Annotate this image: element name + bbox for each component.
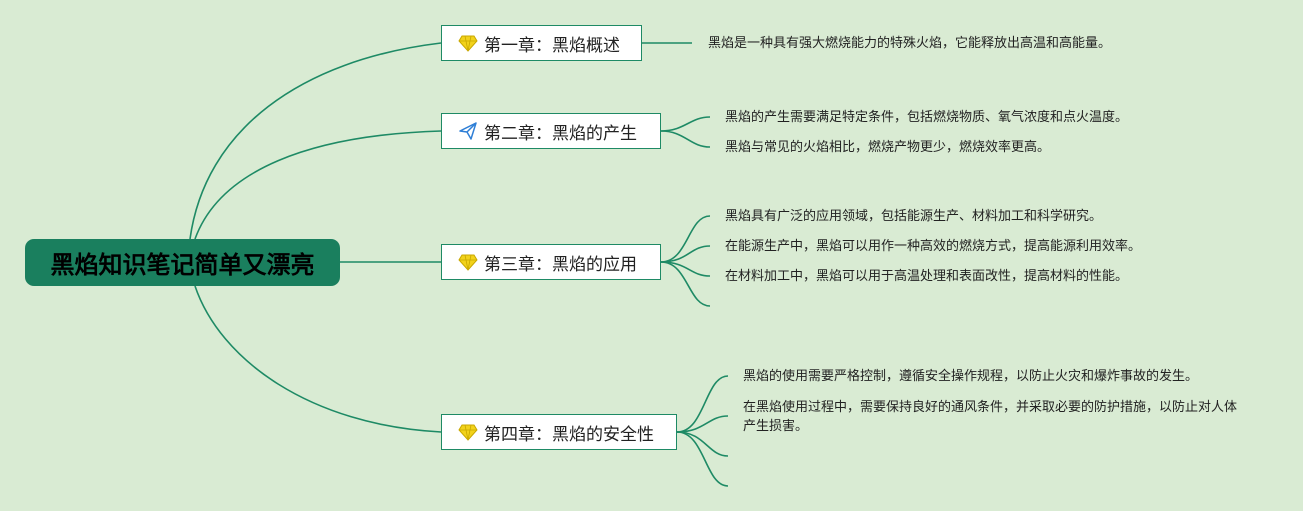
chapter-4-label: 第四章：黑焰的安全性 (484, 424, 654, 445)
link-ch2-n2 (660, 130, 711, 148)
link-root-ch2 (194, 130, 442, 240)
chapter-4-note-1[interactable]: 黑焰的使用需要严格控制，遵循安全操作规程，以防止火灾和爆炸事故的发生。 (743, 369, 1199, 384)
root-topic-label: 黑焰知识笔记简单又漂亮 (50, 251, 315, 279)
chapter-4-note-2[interactable]: 在黑焰使用过程中，需要保持良好的通风条件，并采取必要的防护措施，以防止对人体产生… (743, 400, 1238, 434)
chapter-2-note-2[interactable]: 黑焰与常见的火焰相比，燃烧产物更少，燃烧效率更高。 (725, 140, 1051, 155)
link-ch4-n2 (676, 415, 729, 433)
paper-plane-icon (458, 121, 478, 141)
chapter-2-label: 第二章：黑焰的产生 (484, 123, 637, 144)
chapter-2-topic[interactable]: 第二章：黑焰的产生 (441, 113, 661, 149)
chapter-1-note-1[interactable]: 黑焰是一种具有强大燃烧能力的特殊火焰，它能释放出高温和高能量。 (708, 36, 1112, 51)
chapter-1-label: 第一章：黑焰概述 (484, 35, 620, 56)
chapter-3-label: 第三章：黑焰的应用 (484, 254, 637, 275)
diamond-icon (458, 252, 478, 272)
chapter-1-topic[interactable]: 第一章：黑焰概述 (441, 25, 642, 61)
link-ch4-n4 (676, 431, 729, 487)
link-ch3-n4 (660, 261, 711, 307)
link-ch3-n1 (660, 215, 711, 263)
link-ch2-n1 (660, 116, 711, 132)
link-ch4-n3 (676, 431, 729, 457)
diamond-icon (458, 33, 478, 53)
chapter-3-topic[interactable]: 第三章：黑焰的应用 (441, 244, 661, 280)
chapter-3-note-1[interactable]: 黑焰具有广泛的应用领域，包括能源生产、材料加工和科学研究。 (725, 209, 1103, 224)
chapter-3-note-3[interactable]: 在材料加工中，黑焰可以用于高温处理和表面改性，提高材料的性能。 (725, 269, 1129, 284)
diamond-icon (458, 422, 478, 442)
link-root-ch4 (194, 285, 442, 433)
link-ch3-n2 (660, 245, 711, 263)
chapter-3-note-2[interactable]: 在能源生产中，黑焰可以用作一种高效的燃烧方式，提高能源利用效率。 (725, 239, 1142, 254)
root-topic[interactable]: 黑焰知识笔记简单又漂亮 (25, 239, 340, 286)
chapter-2-note-1[interactable]: 黑焰的产生需要满足特定条件，包括燃烧物质、氧气浓度和点火温度。 (725, 110, 1129, 125)
link-ch4-n1 (676, 375, 729, 433)
link-root-ch1 (189, 42, 442, 240)
chapter-4-topic[interactable]: 第四章：黑焰的安全性 (441, 414, 677, 450)
